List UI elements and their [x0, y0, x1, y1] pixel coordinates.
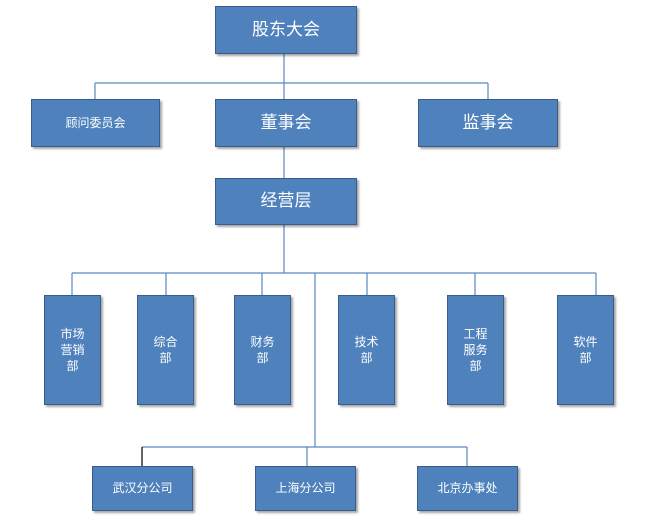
technology-department-node: 技术 部: [338, 295, 395, 405]
board-of-directors-node: 董事会: [215, 99, 357, 147]
board-of-supervisors-node: 监事会: [418, 99, 558, 147]
management-label: 经营层: [260, 191, 312, 212]
finance-department-label: 财务 部: [250, 334, 275, 365]
beijing-office-node: 北京办事处: [417, 466, 518, 511]
advisory-committee-label: 顾问委员会: [65, 115, 126, 130]
shareholders-meeting-node: 股东大会: [215, 6, 357, 54]
software-department-node: 软件 部: [557, 295, 614, 405]
marketing-department-label: 市场 营销 部: [60, 326, 85, 374]
general-department-label: 综合 部: [153, 334, 178, 365]
engineering-services-department-node: 工程 服务 部: [447, 295, 504, 405]
wuhan-branch-node: 武汉分公司: [92, 466, 193, 511]
wuhan-branch-label: 武汉分公司: [112, 481, 173, 496]
engineering-services-department-label: 工程 服务 部: [463, 326, 488, 374]
marketing-department-node: 市场 营销 部: [44, 295, 101, 405]
technology-department-label: 技术 部: [354, 334, 379, 365]
shareholders-meeting-label: 股东大会: [252, 19, 320, 40]
software-department-label: 软件 部: [573, 334, 598, 365]
board-of-directors-label: 董事会: [260, 112, 312, 133]
advisory-committee-node: 顾问委员会: [31, 99, 160, 147]
general-department-node: 综合 部: [137, 295, 194, 405]
shanghai-branch-label: 上海分公司: [275, 481, 336, 496]
shanghai-branch-node: 上海分公司: [255, 466, 356, 511]
board-of-supervisors-label: 监事会: [462, 112, 514, 133]
management-node: 经营层: [215, 178, 357, 225]
beijing-office-label: 北京办事处: [437, 481, 498, 496]
finance-department-node: 财务 部: [234, 295, 291, 405]
